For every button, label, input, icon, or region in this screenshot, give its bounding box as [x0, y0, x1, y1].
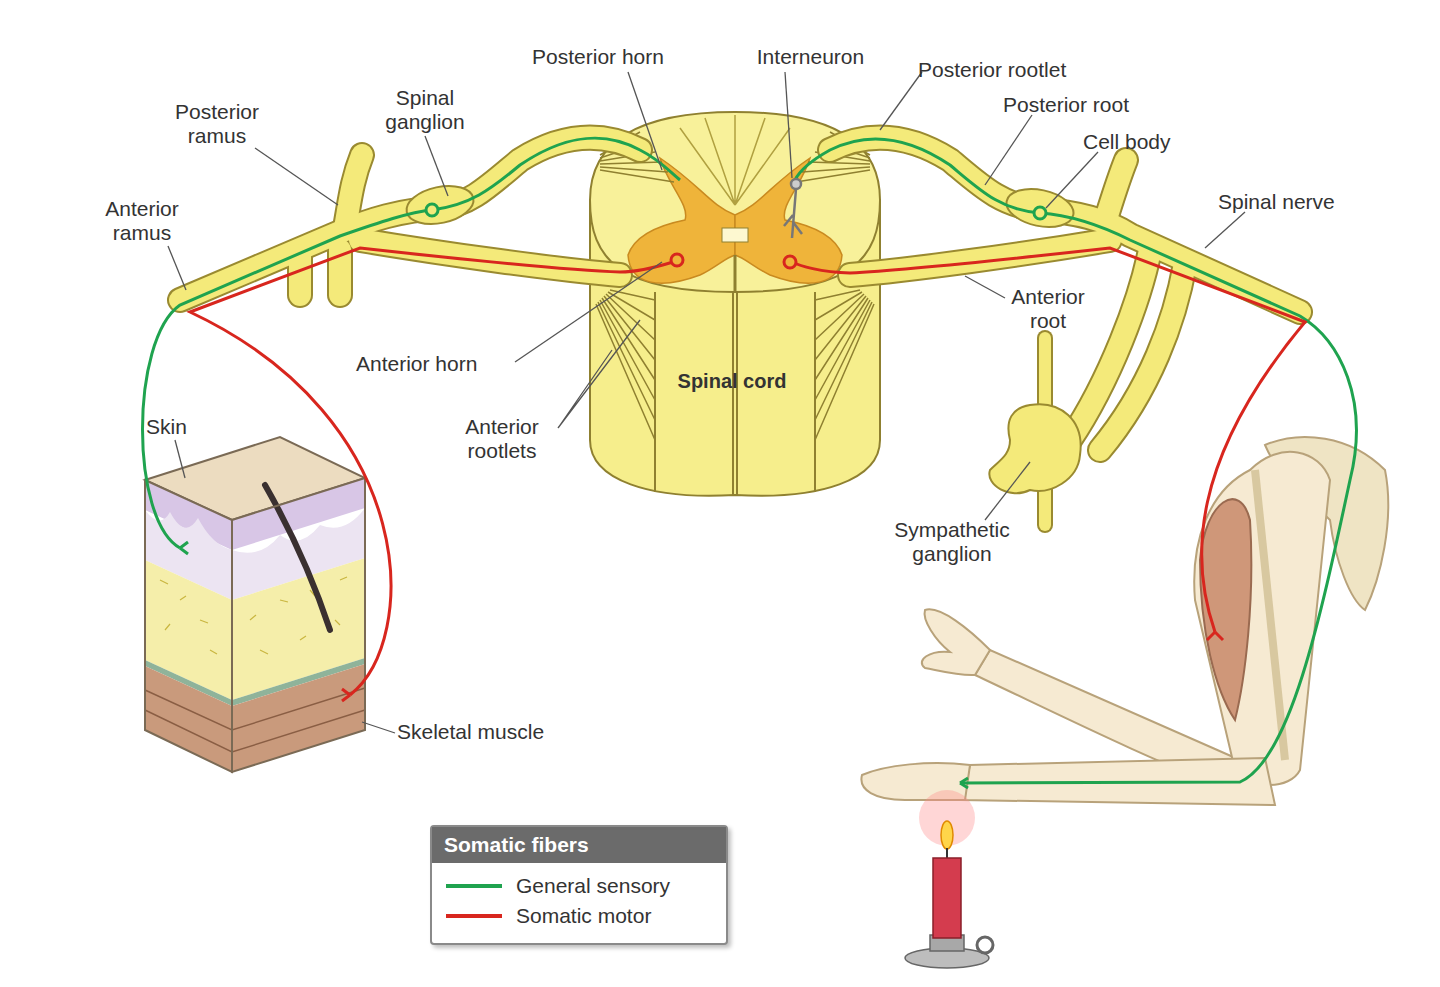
sensory-fiber — [143, 138, 681, 548]
skin-block — [145, 666, 232, 772]
leader-line — [425, 136, 448, 196]
skin-block — [145, 688, 365, 752]
part-label: Skin — [146, 415, 206, 439]
leader-line — [880, 72, 922, 130]
skin-block — [145, 437, 365, 772]
neuron-cell-body — [426, 204, 438, 216]
part-label: Anterior horn — [356, 352, 521, 376]
leader-line — [965, 276, 1005, 298]
leader-line — [985, 115, 1032, 185]
neuron-cell-body — [784, 256, 796, 268]
skin-block — [160, 577, 347, 654]
arm-illustration — [922, 609, 990, 675]
candle — [946, 848, 948, 858]
leader-line — [558, 320, 640, 428]
leader-line — [1046, 152, 1098, 208]
spinal-cord — [596, 290, 874, 440]
nerve-trunks — [345, 155, 362, 228]
nerve-trunks — [180, 138, 1300, 450]
neuron-cell-body — [671, 254, 683, 266]
legend-text: General sensory — [516, 874, 670, 898]
nerve-trunks — [1105, 160, 1126, 222]
interneuron — [784, 179, 802, 238]
part-label: Anterior rootlets — [452, 415, 552, 463]
part-label: Interneuron — [738, 45, 883, 69]
leader-line — [168, 72, 1245, 733]
candle — [905, 790, 993, 968]
spinal-ganglion — [403, 180, 477, 229]
motor-fiber — [190, 248, 673, 695]
legend-heading: Somatic fibers — [432, 827, 726, 863]
interneuron — [784, 189, 802, 238]
neuron-cell-body — [426, 204, 1046, 268]
spinal-cord — [655, 292, 815, 495]
nerve-trunks — [1100, 264, 1185, 450]
spinal-cord — [722, 228, 748, 242]
legend-row: General sensory — [446, 873, 670, 899]
motor-fiber — [342, 632, 1223, 701]
part-label: Anterior root — [1003, 285, 1093, 333]
part-label: Spinal nerve — [1218, 190, 1378, 214]
legend-box: Somatic fibersGeneral sensorySomatic mot… — [430, 825, 728, 945]
skin-block — [160, 577, 347, 654]
part-label: Spinal ganglion — [370, 86, 480, 134]
leader-line — [362, 722, 395, 733]
motor-fiber — [190, 248, 1305, 701]
sympathetic-ganglion — [989, 404, 1080, 493]
leader-line — [1205, 212, 1245, 248]
interneuron — [791, 179, 801, 189]
part-label: Sympathetic ganglion — [872, 518, 1032, 566]
leader-line — [785, 72, 792, 178]
nerve-trunks — [180, 138, 1300, 450]
neuron-cell-body — [1034, 207, 1046, 219]
part-label: Posterior ramus — [162, 100, 272, 148]
part-label: Posterior rootlet — [918, 58, 1118, 82]
candle — [977, 937, 993, 953]
legend-text: Somatic motor — [516, 904, 651, 928]
arm-illustration — [1194, 452, 1330, 785]
spinal-cord — [590, 112, 880, 496]
part-label: Cell body — [1083, 130, 1203, 154]
spinal-ganglion — [403, 180, 1077, 232]
legend-swatch — [446, 884, 502, 888]
skin-block — [232, 478, 365, 772]
sensory-fiber — [143, 138, 1357, 788]
leader-line — [628, 72, 662, 170]
skin-block — [232, 664, 365, 772]
leader-line — [515, 262, 662, 362]
candle — [941, 821, 953, 849]
part-label: Anterior ramus — [92, 197, 192, 245]
nerve-trunks — [1105, 160, 1126, 222]
leader-line — [175, 440, 185, 478]
part-label: Posterior horn — [508, 45, 688, 69]
part-label: Skeletal muscle — [397, 720, 597, 744]
sensory-fiber — [795, 139, 1356, 783]
spinal-cord — [815, 290, 874, 440]
spinal-cord — [734, 255, 737, 292]
candle — [933, 858, 961, 938]
part-label: Spinal cord — [662, 369, 802, 393]
spinal-cord — [596, 290, 655, 440]
leader-line — [168, 246, 186, 290]
motor-fiber — [792, 248, 1305, 632]
arm-illustration — [861, 437, 1388, 805]
part-label: Posterior root — [1003, 93, 1173, 117]
legend-row: Somatic motor — [446, 903, 651, 929]
leader-line — [255, 148, 338, 205]
leader-line — [985, 462, 1030, 520]
legend-swatch — [446, 914, 502, 918]
arm-illustration — [1255, 470, 1285, 760]
sensory-fiber — [180, 542, 968, 788]
